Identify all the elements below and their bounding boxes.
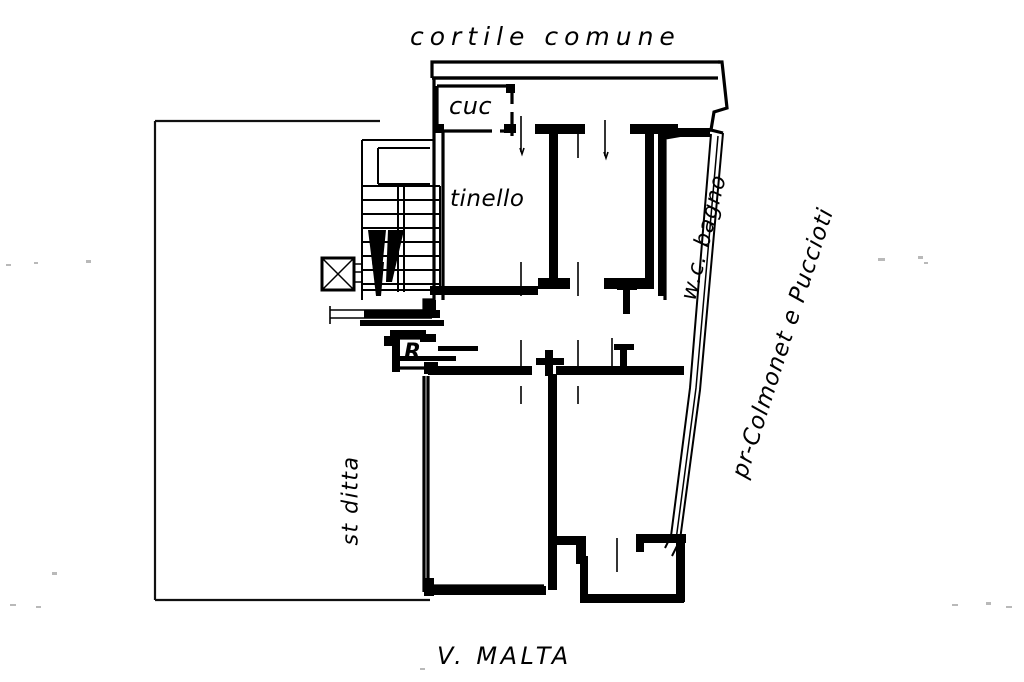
staircase [361, 139, 441, 300]
label-via-malta: V. MALTA [437, 642, 572, 670]
mid-horizontal-wall [330, 286, 538, 326]
room-lower-right-walls [580, 534, 686, 603]
lower-central-wall [548, 374, 586, 590]
top-outer-wall [430, 60, 720, 80]
room-lower-left-walls [422, 376, 546, 596]
room-label-cuc: cuc [449, 92, 493, 120]
door-openings [329, 116, 618, 572]
label-left-property: st ditta [338, 455, 364, 546]
room-cuc-walls [434, 84, 516, 136]
room-label-ripostiglio: R [404, 340, 422, 365]
room-wc-bagno-walls [617, 128, 710, 314]
label-cortile-comune: cortile comune [410, 22, 681, 51]
lower-top-wall [424, 344, 684, 376]
left-property-boundary [153, 119, 430, 602]
scan-artifacts [6, 256, 1012, 670]
central-partitions-upper [535, 124, 678, 289]
shaft-box [320, 256, 362, 292]
room-label-tinello: tinello [450, 186, 525, 212]
